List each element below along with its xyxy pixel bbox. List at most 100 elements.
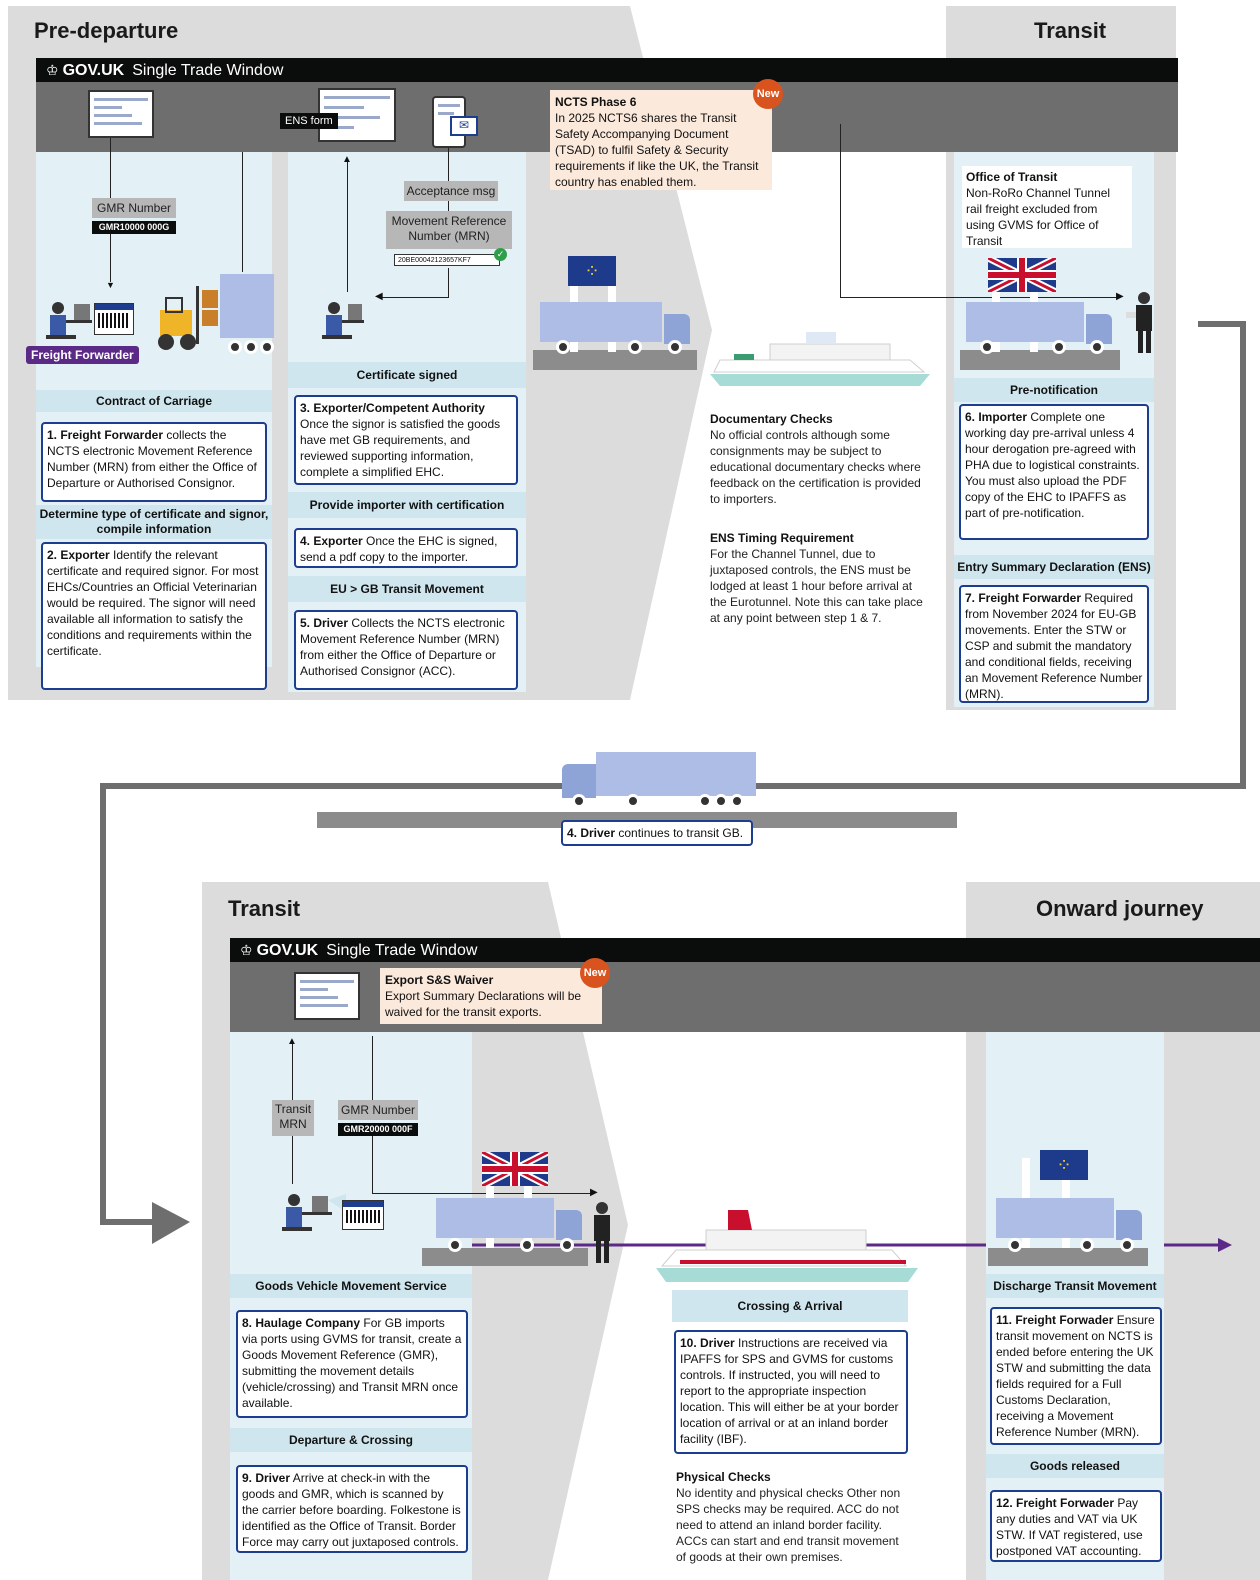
wheel-icon xyxy=(1052,340,1066,354)
ncts-note-title: NCTS Phase 6 xyxy=(555,95,637,109)
wheel-icon xyxy=(980,340,994,354)
connector-line xyxy=(448,148,449,182)
lane-onward xyxy=(986,1032,1164,1580)
step-3-box: 3. Exporter/Competent Authority Once the… xyxy=(294,395,518,485)
truck-cab-icon xyxy=(562,764,596,798)
stw-name: Single Trade Window xyxy=(132,62,284,79)
connector-line xyxy=(292,1136,293,1184)
arrow-right-icon: ▶ xyxy=(1116,291,1124,302)
connector-line xyxy=(382,297,448,298)
truck-cab-icon xyxy=(664,314,690,344)
acceptance-msg-label: Acceptance msg xyxy=(404,181,498,201)
eu-flag-icon: ⁘ xyxy=(568,256,616,286)
wheel-icon xyxy=(560,1238,574,1252)
wheel-icon xyxy=(628,340,642,354)
wheel-icon xyxy=(1080,1238,1094,1252)
step-10-box: 10. Driver Instructions are received via… xyxy=(674,1330,908,1454)
head-ens: Entry Summary Declaration (ENS) xyxy=(954,555,1154,579)
ncts-phase6-note: NCTS Phase 6 In 2025 NCTS6 shares the Tr… xyxy=(550,90,772,190)
gmr-number-label: GMR Number xyxy=(92,198,176,218)
border-officer-icon xyxy=(594,1202,610,1263)
connector-line xyxy=(448,201,449,211)
step-2-box: 2. Exporter Identify the relevant certif… xyxy=(41,542,267,690)
crown-icon: ♔ xyxy=(46,62,59,78)
mrn-value: 20BE00042123657KF7 xyxy=(394,254,500,266)
border-officer-icon xyxy=(1126,292,1152,353)
office-transit-title: Office of Transit xyxy=(966,170,1058,184)
head-goods-released: Goods released xyxy=(986,1454,1164,1478)
head-gvms: Goods Vehicle Movement Service xyxy=(230,1274,472,1298)
check-icon: ✓ xyxy=(494,248,507,261)
office-worker-icon xyxy=(46,302,92,339)
wheel-icon xyxy=(520,1238,534,1252)
connector-line xyxy=(110,138,111,198)
wheel-icon xyxy=(556,340,570,354)
trailer-icon xyxy=(596,752,756,796)
ncts-note-text: In 2025 NCTS6 shares the Transit Safety … xyxy=(555,111,759,189)
wheel-icon xyxy=(244,340,258,354)
wheel-icon xyxy=(1090,340,1104,354)
wheel-icon xyxy=(714,794,728,808)
phase-title-transit: Transit xyxy=(1034,18,1107,43)
trailer-icon xyxy=(966,302,1084,342)
forklift-icon xyxy=(158,286,218,350)
connector-line xyxy=(347,160,348,292)
barcode-icon xyxy=(342,1200,384,1230)
wheel-icon xyxy=(626,794,640,808)
wheel-icon xyxy=(228,340,242,354)
gmr-number-value: GMR10000 000G xyxy=(92,221,176,234)
truck-cab-icon xyxy=(1086,314,1112,344)
trailer-icon xyxy=(540,302,662,342)
road xyxy=(422,1248,588,1266)
stw-header: ♔GOV.UK Single Trade Window xyxy=(36,58,1178,82)
step-4-driver-box: 4. Driver continues to transit GB. xyxy=(561,820,753,846)
wheel-icon xyxy=(668,340,682,354)
trailer-icon xyxy=(436,1198,554,1238)
arrow-left-icon: ◀ xyxy=(375,291,383,302)
connector-line xyxy=(292,1044,293,1100)
wheel-icon xyxy=(730,794,744,808)
email-icon: ✉ xyxy=(450,116,478,136)
phase-title-onward: Onward journey xyxy=(1036,896,1204,921)
connector-line xyxy=(448,268,449,298)
truck-cab-icon xyxy=(1116,1210,1142,1240)
wheel-icon xyxy=(448,1238,462,1252)
wheel-icon xyxy=(572,794,586,808)
road xyxy=(988,1248,1148,1266)
gmr-number-label-bottom: GMR Number xyxy=(338,1100,418,1120)
ferry-icon xyxy=(710,332,930,386)
head-contract-of-carriage: Contract of Carriage xyxy=(36,390,272,412)
step-12-box: 12. Freight Forwader Pay any duties and … xyxy=(990,1490,1162,1562)
new-badge: New xyxy=(753,79,783,109)
computer-screen-icon xyxy=(88,90,154,138)
connector-line xyxy=(372,1193,592,1194)
barcode-icon xyxy=(94,303,134,335)
stw-brand: GOV.UK xyxy=(62,62,125,79)
truck-cab-icon xyxy=(556,1210,582,1240)
gmr-number-value-bottom: GMR20000 000F xyxy=(338,1123,418,1136)
head-certificate-signed: Certificate signed xyxy=(288,362,526,388)
connector-line xyxy=(110,234,111,282)
step-11-box: 11. Freight Forwader Ensure transit move… xyxy=(990,1307,1162,1445)
step-9-box: 9. Driver Arrive at check-in with the go… xyxy=(236,1465,468,1553)
step-7-box: 7. Freight Forwarder Required from Novem… xyxy=(959,585,1149,703)
arrow-right-icon: ▶ xyxy=(590,1187,598,1198)
office-of-transit-note: Office of Transit Non-RoRo Channel Tunne… xyxy=(962,166,1132,248)
trailer-icon xyxy=(996,1198,1114,1238)
freight-forwarder-tag: Freight Forwarder xyxy=(26,346,139,364)
head-crossing-arrival: Crossing & Arrival xyxy=(672,1290,908,1322)
step-8-box: 8. Haulage Company For GB imports via po… xyxy=(236,1310,468,1418)
ens-form-label: ENS form xyxy=(280,113,338,129)
connector-line xyxy=(840,124,841,298)
uk-flag-icon xyxy=(482,1152,548,1186)
arrow-up-icon: ▲ xyxy=(287,1036,297,1047)
head-provide-importer: Provide importer with certification xyxy=(288,492,526,518)
ferry-icon xyxy=(656,1210,918,1282)
head-departure-crossing: Departure & Crossing xyxy=(230,1428,472,1452)
office-worker-icon xyxy=(282,1194,346,1231)
step-5-box: 5. Driver Collects the NCTS electronic M… xyxy=(294,610,518,690)
